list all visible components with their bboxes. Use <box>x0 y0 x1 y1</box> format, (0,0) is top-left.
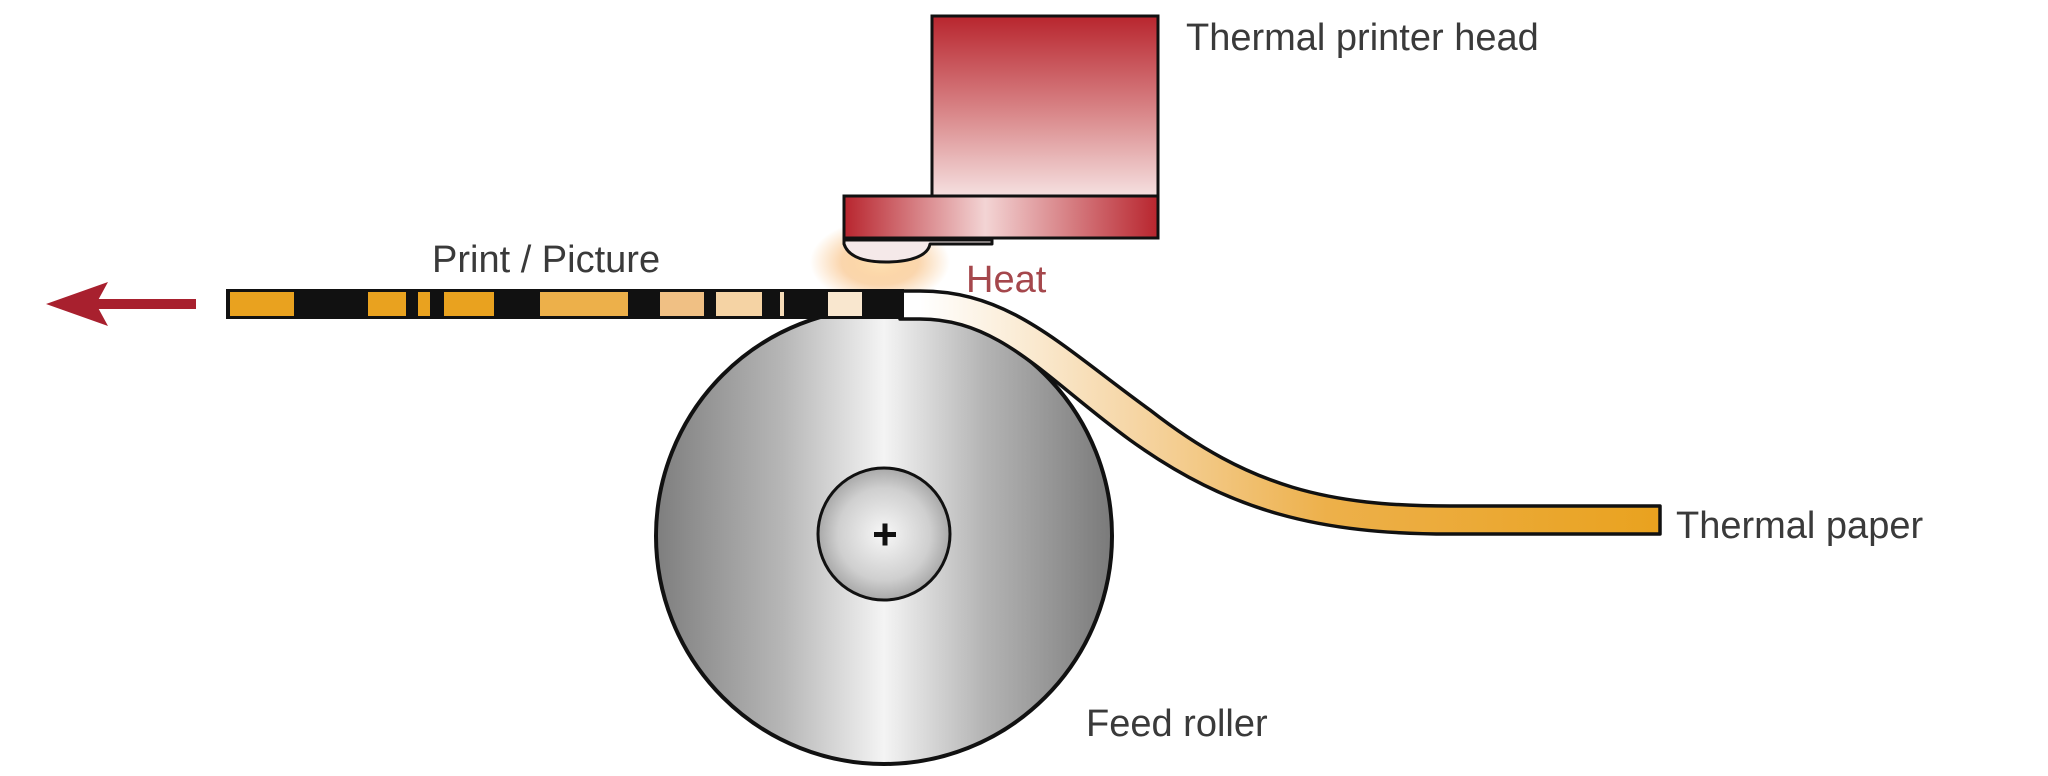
printed-strip <box>226 289 904 319</box>
printer-head-base <box>842 194 1160 240</box>
printer-head-body <box>930 14 1160 200</box>
label-heat: Heat <box>966 259 1047 301</box>
label-print-picture: Print / Picture <box>432 239 660 281</box>
label-feed-roller: Feed roller <box>1086 703 1268 745</box>
thermal-paper <box>898 289 1662 536</box>
feed-roller <box>654 306 1114 766</box>
label-thermal-paper: Thermal paper <box>1676 505 1923 547</box>
label-printer-head: Thermal printer head <box>1186 17 1539 59</box>
thermal-printer-head <box>842 14 1160 264</box>
printer-head-element <box>842 238 994 264</box>
plus-icon <box>874 523 896 546</box>
arrow-left-icon <box>46 282 196 326</box>
